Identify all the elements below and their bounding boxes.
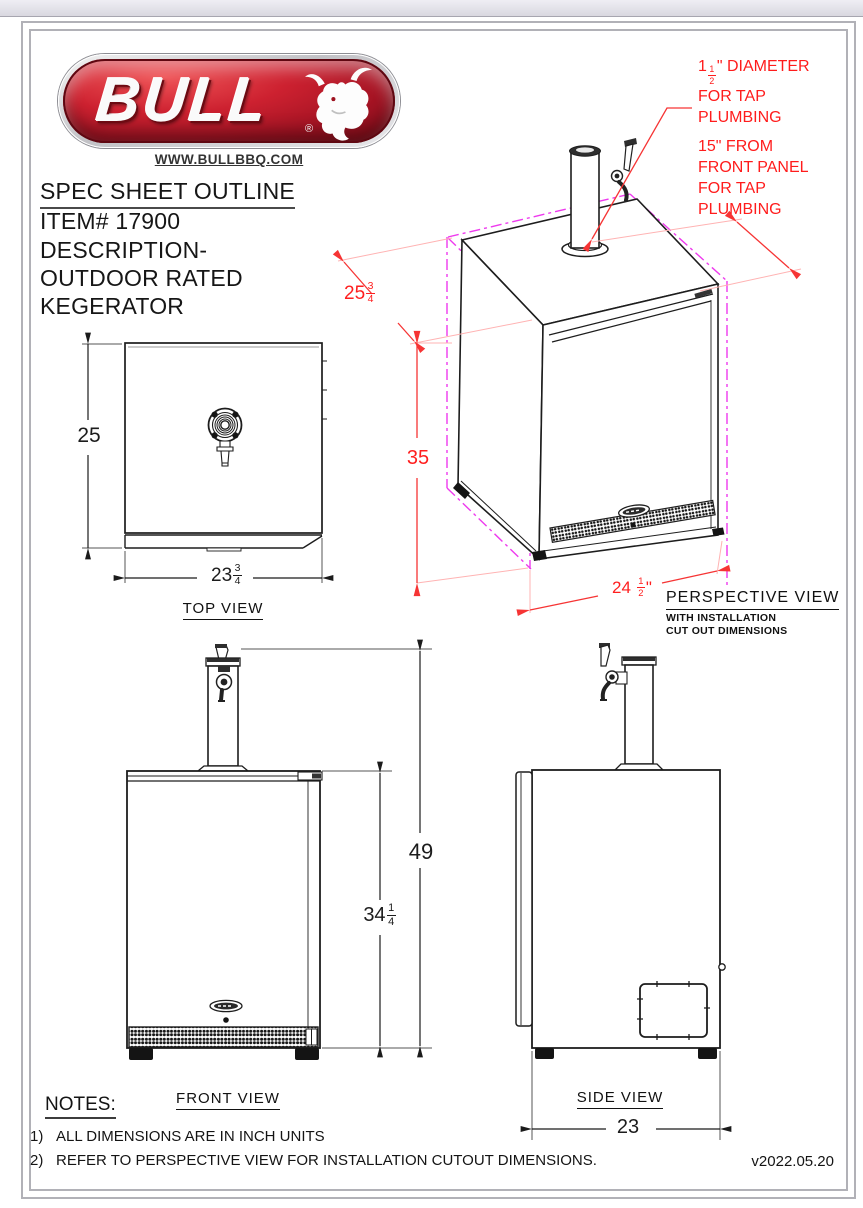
dim-side-depth: 23	[616, 1116, 640, 1138]
item-number: ITEM# 17900	[40, 208, 181, 234]
note-item-2: 2)REFER TO PERSPECTIVE VIEW FOR INSTALLA…	[30, 1152, 597, 1169]
description-label: DESCRIPTION-	[40, 237, 208, 263]
description-line1: OUTDOOR RATED	[40, 265, 243, 291]
bull-icon	[305, 67, 373, 141]
bull-logo: BULL ®	[58, 54, 400, 148]
front-view-label: FRONT VIEW	[138, 1090, 318, 1110]
extension-lines	[531, 1051, 721, 1140]
front-brand-badge	[209, 999, 243, 1013]
website-link[interactable]: WWW.BULLBBQ.COM	[154, 152, 304, 167]
dim-front-total-height: 49	[408, 839, 434, 864]
top-view-drawing	[82, 332, 334, 583]
side-view-drawing	[515, 643, 732, 1140]
bull-logo-oval: BULL ®	[63, 59, 395, 143]
perspective-view-subtitle-2: CUT OUT DIMENSIONS	[666, 625, 788, 637]
front-vent-grille	[128, 1026, 319, 1048]
notes-heading: NOTES:	[45, 1094, 116, 1119]
perspective-view-drawing	[332, 107, 802, 616]
perspective-view-subtitle-1: WITH INSTALLATION	[666, 612, 777, 624]
tap-depth-note: 15" FROM FRONT PANEL FOR TAP PLUMBING	[698, 138, 809, 218]
description-line2: KEGERATOR	[40, 293, 185, 319]
side-tap-tower	[599, 643, 665, 771]
page-title: SPEC SHEET OUTLINE	[40, 178, 295, 209]
version-stamp: v2022.05.20	[751, 1153, 834, 1170]
dimension-lines-red	[332, 107, 802, 616]
bull-logo-wordmark: BULL	[93, 64, 273, 135]
front-view-drawing	[126, 639, 432, 1060]
dim-perspective-height: 35	[406, 447, 430, 469]
top-view-label: TOP VIEW	[140, 600, 306, 620]
perspective-tap-tower	[561, 138, 637, 258]
side-view-label: SIDE VIEW	[537, 1089, 703, 1109]
top-view-tap	[207, 407, 243, 467]
front-tap-tower	[196, 644, 250, 772]
sheet-inner-border	[29, 29, 848, 1191]
dim-top-depth: 25	[77, 424, 101, 447]
note-item-1: 1)ALL DIMENSIONS ARE IN INCH UNITS	[30, 1128, 325, 1145]
door-handle-recess	[694, 288, 713, 299]
perspective-brand-badge	[618, 504, 650, 518]
window-top-strip	[0, 0, 863, 17]
door-edge	[515, 771, 533, 1027]
dimension-lines	[85, 332, 334, 581]
compressor-access-panel	[639, 983, 708, 1038]
sheet-outer-border	[21, 21, 856, 1199]
dimension-lines	[377, 639, 423, 1058]
registered-trademark-symbol: ®	[305, 123, 314, 135]
perspective-view-label: PERSPECTIVE VIEW	[666, 589, 840, 610]
door-handle	[297, 771, 323, 781]
